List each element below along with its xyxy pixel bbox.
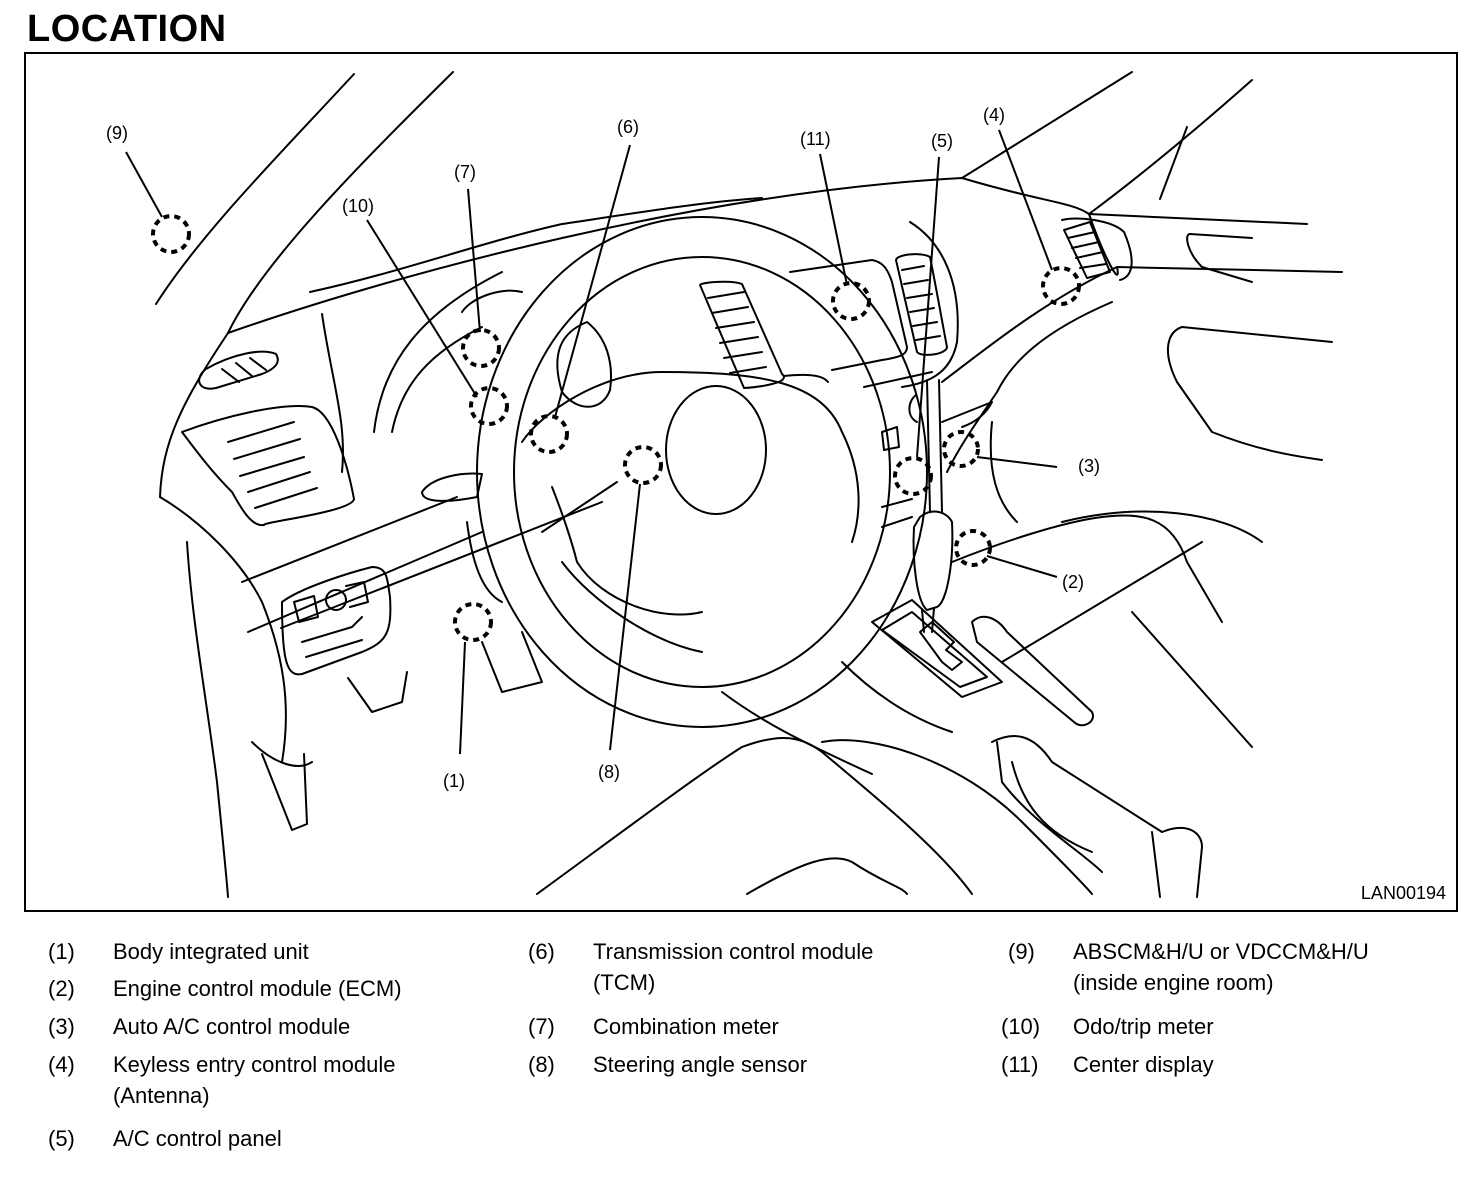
legend-description: Auto A/C control module xyxy=(113,1014,351,1039)
leader-line-11 xyxy=(819,153,848,286)
component-legend: (1) Body integrated unit (2) Engine cont… xyxy=(0,934,1472,1174)
leader-line-9 xyxy=(125,151,163,218)
legend-description: Center display xyxy=(1073,1052,1214,1077)
figure-id: LAN00194 xyxy=(1360,883,1446,903)
leader-line-1 xyxy=(459,641,466,755)
marker-abscm-vdccm xyxy=(151,214,191,254)
marker-transmission-control-module xyxy=(529,414,569,454)
legend-description: Engine control module (ECM) xyxy=(113,976,402,1001)
leader-line-2 xyxy=(986,555,1058,578)
callout-labels: (1) (2) (3) (4) (5) (6) (7) (8) (9) (10)… xyxy=(106,105,1100,791)
callout-label-10: (10) xyxy=(342,196,374,216)
legend-description: ABSCM&H/U or VDCCM&H/U (inside engine ro… xyxy=(1073,939,1369,995)
location-diagram: (1) (2) (3) (4) (5) (6) (7) (8) (9) (10)… xyxy=(24,52,1458,912)
legend-description: Steering angle sensor xyxy=(593,1052,808,1077)
legend-description: Body integrated unit xyxy=(113,939,309,964)
leader-line-6 xyxy=(554,144,631,418)
leader-line-8 xyxy=(609,483,641,751)
legend-description: Transmission control module (TCM) xyxy=(593,939,874,995)
callout-label-1: (1) xyxy=(443,771,465,791)
leader-line-3 xyxy=(976,456,1058,468)
legend-number: (5) xyxy=(48,1126,75,1151)
leader-line-4 xyxy=(998,129,1053,271)
legend-number: (2) xyxy=(48,976,75,1001)
legend-description: Keyless entry control module (Antenna) xyxy=(113,1052,396,1108)
legend-number: (9) xyxy=(1008,939,1035,964)
callout-label-6: (6) xyxy=(617,117,639,137)
callout-label-7: (7) xyxy=(454,162,476,182)
leader-line-5 xyxy=(916,156,940,458)
legend-description: Combination meter xyxy=(593,1014,779,1039)
page-title: LOCATION xyxy=(27,8,227,50)
marker-center-display xyxy=(831,281,871,321)
location-markers xyxy=(151,214,1081,642)
callout-label-5: (5) xyxy=(931,131,953,151)
legend-number: (7) xyxy=(528,1014,555,1039)
legend-number: (6) xyxy=(528,939,555,964)
leader-lines xyxy=(125,129,1058,755)
leader-line-10 xyxy=(366,219,478,398)
interior-line-art xyxy=(155,71,1343,898)
callout-label-9: (9) xyxy=(106,123,128,143)
marker-odo-trip-meter xyxy=(469,386,509,426)
legend-description: Odo/trip meter xyxy=(1073,1014,1214,1039)
marker-engine-control-module xyxy=(954,529,992,567)
marker-body-integrated-unit xyxy=(453,602,493,642)
leader-line-7 xyxy=(467,188,481,333)
legend-number: (10) xyxy=(1001,1014,1041,1039)
legend-number: (4) xyxy=(48,1052,75,1077)
marker-auto-ac-control-module xyxy=(942,430,980,468)
callout-label-2: (2) xyxy=(1062,572,1084,592)
legend-description: A/C control panel xyxy=(113,1126,282,1151)
legend-number: (8) xyxy=(528,1052,555,1077)
marker-keyless-entry-control-module xyxy=(1041,266,1081,306)
legend-number: (3) xyxy=(48,1014,75,1039)
callout-label-11: (11) xyxy=(800,129,831,149)
callout-label-4: (4) xyxy=(983,105,1005,125)
callout-label-3: (3) xyxy=(1078,456,1100,476)
marker-combination-meter xyxy=(461,328,501,368)
callout-label-8: (8) xyxy=(598,762,620,782)
marker-ac-control-panel xyxy=(893,456,933,496)
marker-steering-angle-sensor xyxy=(623,445,663,485)
legend-number: (1) xyxy=(48,939,75,964)
legend-number: (11) xyxy=(1001,1052,1039,1077)
